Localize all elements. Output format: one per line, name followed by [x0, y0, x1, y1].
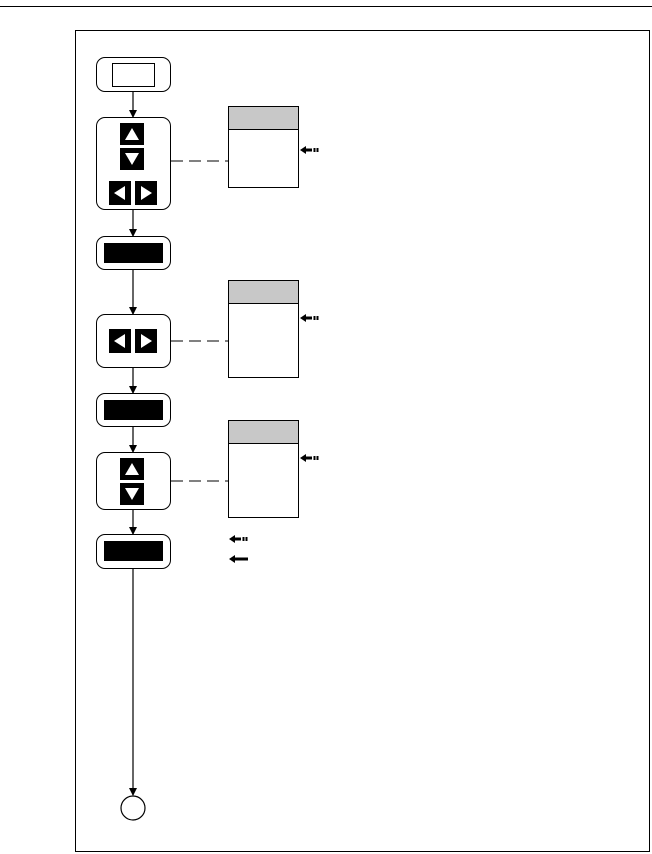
up-triangle-icon: [125, 128, 139, 140]
arrow-keys-ud[interactable]: [96, 452, 171, 510]
right-arrow-key[interactable]: [135, 329, 157, 353]
screen-header: [229, 281, 298, 304]
circle-connector-icon: [120, 795, 146, 821]
left-triangle-icon: [114, 186, 125, 200]
enter-key-1[interactable]: [96, 236, 171, 270]
right-triangle-icon: [141, 334, 152, 348]
up-arrow-key[interactable]: [120, 123, 144, 145]
dashed-arrow-left-icon: [300, 146, 319, 154]
arrow-keys-lr[interactable]: [96, 314, 171, 368]
screen-2: [228, 280, 299, 378]
dashed-arrow-left-icon: [300, 314, 319, 322]
right-triangle-icon: [141, 186, 152, 200]
right-arrow-key[interactable]: [135, 181, 157, 205]
solid-arrow-left-icon: [229, 555, 248, 563]
black-key-icon: [104, 400, 163, 420]
dashed-arrow-left-icon: [229, 535, 248, 543]
diagram-frame: [75, 30, 650, 852]
down-arrow-key[interactable]: [120, 148, 144, 170]
top-rule: [0, 6, 652, 7]
left-arrow-key[interactable]: [109, 181, 131, 205]
blank-key-icon: [112, 63, 155, 87]
enter-key-2[interactable]: [96, 393, 171, 427]
up-arrow-key[interactable]: [120, 458, 144, 480]
screen-3: [228, 420, 299, 518]
enter-key-3[interactable]: [96, 534, 171, 569]
dashed-arrow-left-icon: [300, 454, 319, 462]
left-triangle-icon: [114, 334, 125, 348]
black-key-icon: [104, 541, 163, 561]
screen-1: [228, 106, 299, 188]
screen-header: [229, 421, 298, 444]
up-triangle-icon: [125, 463, 139, 475]
arrow-keys-4way[interactable]: [96, 117, 171, 210]
down-triangle-icon: [125, 488, 139, 500]
black-key-icon: [104, 243, 163, 263]
left-arrow-key[interactable]: [109, 329, 131, 353]
screen-header: [229, 107, 298, 130]
down-triangle-icon: [125, 153, 139, 165]
start-key[interactable]: [96, 57, 171, 92]
down-arrow-key[interactable]: [120, 483, 144, 505]
